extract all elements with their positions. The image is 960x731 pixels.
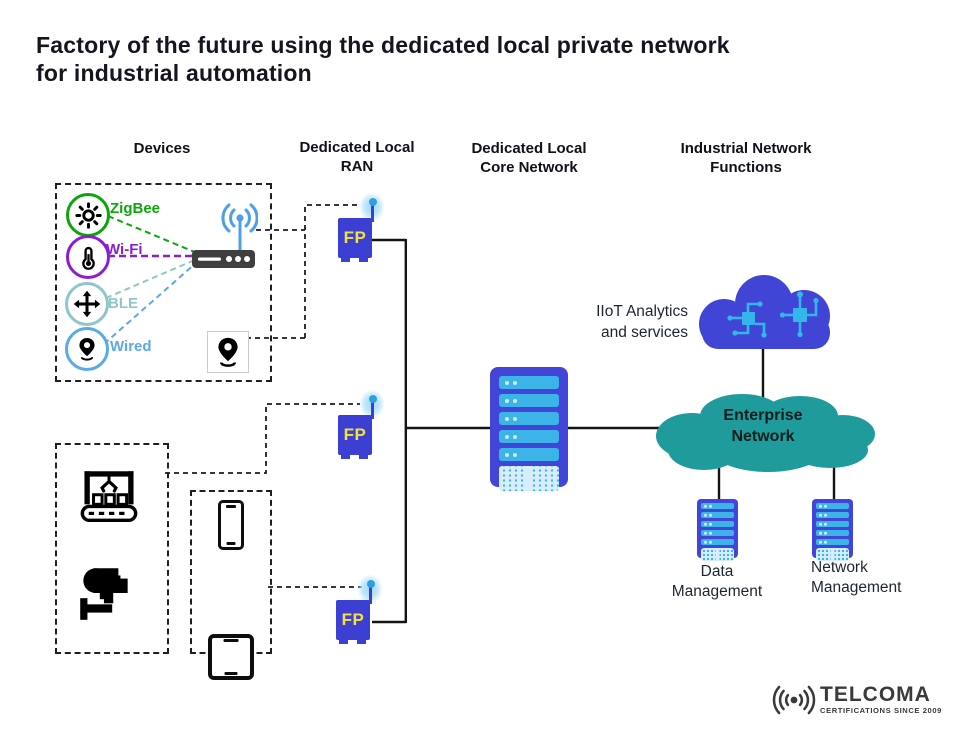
fp-foot (359, 454, 368, 459)
tablet-icon (208, 634, 254, 680)
fp-label: FP (343, 228, 367, 247)
fp-label: FP (341, 610, 365, 629)
location-pin-icon (79, 337, 95, 361)
claw-machine (77, 467, 141, 536)
logo-brand: TELCOMA (820, 683, 931, 706)
server-slot (499, 430, 559, 443)
sun-icon (74, 201, 102, 229)
fp-foot (341, 454, 350, 459)
enterprise-network-label: Enterprise Network (723, 407, 803, 445)
zigbee-device-circle (66, 193, 110, 237)
wifi-device-circle (66, 235, 110, 279)
server-slot (701, 539, 734, 545)
claw-conveyor-icon (80, 471, 138, 523)
telcoma-logo: TELCOMA CERTIFICATIONS SINCE 2009 (772, 682, 942, 718)
column-header-functions: Industrial Network Functions (680, 140, 812, 176)
data-management-label: Data Management (671, 563, 763, 600)
antenna-icon (371, 399, 374, 419)
page-title: Factory of the future using the dedicate… (36, 32, 730, 86)
cloud-icon (656, 394, 875, 472)
server-vent-panel (701, 548, 734, 561)
logo-tagline: CERTIFICATIONS SINCE 2009 (820, 706, 942, 715)
enterprise-cloud (650, 384, 876, 487)
antenna-tip (367, 580, 375, 588)
wired-device-circle (65, 327, 109, 371)
iiot-analytics-label: IIoT Analytics and services (596, 303, 688, 341)
server-slot (499, 448, 559, 461)
server-slot (499, 376, 559, 389)
fp-body: FP (336, 600, 370, 640)
logo-text: TELCOMA CERTIFICATIONS SINCE 2009 (820, 683, 942, 715)
antenna-tip (369, 198, 377, 206)
server-slot (816, 512, 849, 518)
ble-label: BLE (108, 295, 138, 312)
fp-foot (339, 639, 348, 644)
server-slot (701, 530, 734, 536)
column-header-devices: Devices (133, 140, 191, 157)
gadgets-box (190, 490, 272, 680)
server-slot (816, 521, 849, 527)
fp-foot (357, 639, 366, 644)
server-slot (701, 521, 734, 527)
cctv-camera (73, 560, 139, 631)
column-header-core: Dedicated Local Core Network (471, 140, 587, 176)
ble-device-circle (65, 282, 109, 326)
column-header-ran: Dedicated Local RAN (299, 139, 415, 175)
wired-label: Wired (110, 338, 152, 355)
fp-body: FP (338, 218, 372, 258)
machines-box (55, 443, 169, 654)
antenna-icon (371, 202, 374, 222)
server-vent-panel (499, 466, 559, 491)
server-slot (701, 503, 734, 509)
fp-label: FP (343, 425, 367, 444)
server-slot (816, 530, 849, 536)
move-arrows-icon (73, 290, 101, 318)
server-slot (816, 503, 849, 509)
server-slot (701, 512, 734, 518)
antenna-tip (369, 395, 377, 403)
zigbee-label: ZigBee (110, 200, 161, 217)
iiot-cloud (696, 272, 836, 359)
data-management-server (697, 499, 738, 561)
wifi-router (190, 198, 259, 275)
cctv-camera-icon (80, 566, 131, 620)
core-network-server (490, 367, 568, 491)
smartphone-icon (218, 500, 244, 550)
fp-unit-2: FP (336, 389, 385, 459)
wifi-router-icon (192, 203, 259, 268)
radio-waves-icon (772, 685, 816, 715)
fp-foot (341, 257, 350, 262)
server-slot (816, 539, 849, 545)
machines-to-fp2-line (165, 403, 360, 474)
network-management-server (812, 499, 853, 561)
server-slot (499, 412, 559, 425)
fp-unit-1: FP (336, 192, 385, 262)
location-pin-icon (218, 337, 238, 367)
fp-foot (359, 257, 368, 262)
fp-unit-3: FP (334, 574, 383, 644)
network-management-label: Network Management (811, 559, 902, 596)
antenna-icon (369, 584, 372, 604)
fp-body: FP (338, 415, 372, 455)
location-tracker-box (207, 331, 249, 373)
circuit-cloud-icon (699, 275, 830, 349)
thermometer-icon (81, 246, 95, 270)
server-vent-panel (816, 548, 849, 561)
wifi-label: Wi-Fi (106, 241, 143, 258)
server-slot (499, 394, 559, 407)
devices-box: ZigBee Wi-Fi BLE Wir (55, 183, 272, 382)
